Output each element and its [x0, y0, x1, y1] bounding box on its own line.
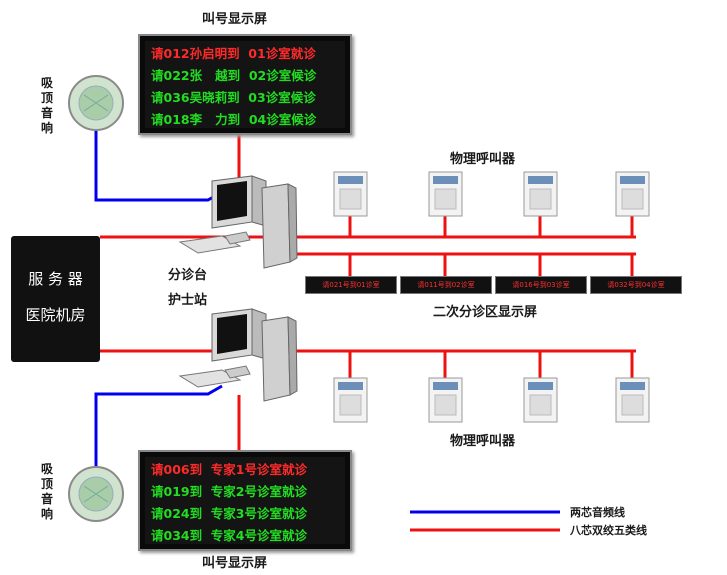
top-call-display: 请012孙启明到 01诊室就诊 请022张 越到 02诊室候诊 请036吴晓莉到…: [138, 34, 352, 135]
top-board-line-1: 请012孙启明到 01诊室就诊: [151, 46, 316, 61]
legend-network-label: 八芯双绞五类线: [570, 524, 647, 537]
speaker-bottom-icon: [68, 466, 124, 522]
audio-line-bottom: [94, 384, 223, 468]
top-display-label: 叫号显示屏: [202, 12, 268, 27]
secondary-display-1: 请021号到01诊室: [305, 276, 397, 294]
bottom-board-line-3: 请024到 专家3号诊室就诊: [151, 506, 307, 521]
pager-top-1-icon: [333, 171, 368, 217]
pager-top-3-icon: [523, 171, 558, 217]
computer-triage-icon: [178, 175, 298, 269]
pager-top-4-icon: [615, 171, 650, 217]
bottom-board-line-1: 请006到 专家1号诊室就诊: [151, 462, 307, 477]
bottom-board-line-4: 请034到 专家4号诊室就诊: [151, 528, 307, 543]
secondary-display-3: 请016号到03诊室: [495, 276, 587, 294]
bottom-display-label: 叫号显示屏: [202, 556, 268, 571]
nurse-station-label: 护士站: [168, 293, 208, 308]
speaker-top-label: 吸顶音响: [40, 76, 53, 135]
secondary-display-4: 请032号到04诊室: [590, 276, 682, 294]
top-board-line-2: 请022张 越到 02诊室候诊: [151, 68, 317, 83]
top-board-line-4: 请018李 力到 04诊室候诊: [151, 112, 317, 127]
top-board-line-3: 请036吴晓莉到 03诊室候诊: [151, 90, 316, 105]
pager-bottom-label: 物理呼叫器: [450, 434, 516, 449]
legend-audio-label: 两芯音频线: [570, 506, 625, 519]
top-call-display-screen: 请012孙启明到 01诊室就诊 请022张 越到 02诊室候诊 请036吴晓莉到…: [145, 41, 345, 128]
pager-bottom-2-icon: [428, 377, 463, 423]
speaker-top-icon: [68, 75, 124, 131]
audio-line-top: [94, 130, 223, 202]
computer-nurse-icon: [178, 308, 298, 402]
triage-desk-label: 分诊台: [168, 268, 208, 283]
speaker-bottom-label: 吸顶音响: [40, 462, 53, 521]
secondary-display-2: 请011号到02诊室: [400, 276, 492, 294]
pager-top-label: 物理呼叫器: [450, 152, 516, 167]
server-label: 服 务 器: [28, 270, 83, 288]
pager-bottom-4-icon: [615, 377, 650, 423]
bottom-call-display: 请006到 专家1号诊室就诊 请019到 专家2号诊室就诊 请024到 专家3号…: [138, 450, 352, 551]
pager-top-2-icon: [428, 171, 463, 217]
bottom-call-display-screen: 请006到 专家1号诊室就诊 请019到 专家2号诊室就诊 请024到 专家3号…: [145, 457, 345, 544]
pager-bottom-3-icon: [523, 377, 558, 423]
bottom-board-line-2: 请019到 专家2号诊室就诊: [151, 484, 307, 499]
pager-bottom-1-icon: [333, 377, 368, 423]
server-location: 医院机房: [25, 306, 86, 324]
server-box: 服 务 器 医院机房: [11, 236, 100, 362]
secondary-display-label: 二次分诊区显示屏: [433, 305, 538, 320]
